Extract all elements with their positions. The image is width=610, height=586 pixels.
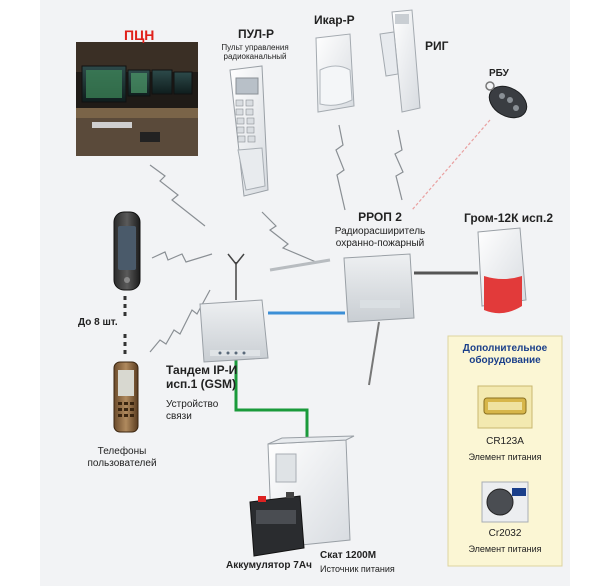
radio-link-phone2 (149, 289, 211, 353)
radio-link-rbu (411, 119, 491, 211)
pulr-title: ПУЛ-Р (237, 27, 275, 41)
tandem-antenna-top (227, 253, 245, 266)
wired-connections (123, 253, 478, 440)
rrop-device-image (343, 253, 415, 323)
rrop-antenna (368, 321, 380, 386)
cr2032-battery-image (481, 481, 529, 523)
tandem-device-image (199, 299, 269, 363)
extra-title: Дополнительное оборудование (462, 343, 548, 366)
tandem-title: Тандем IP-И исп.1 (GSM) (166, 363, 238, 391)
phones-count-label: До 8 шт. (78, 317, 118, 328)
extra-item-1-caption: Элемент питания (468, 452, 542, 462)
ikar-sensor-image (315, 33, 355, 113)
radio-link-ikar (335, 124, 346, 211)
rig-title: РИГ (425, 39, 449, 53)
skat-title: Скат 1200М (320, 550, 377, 561)
phones-caption: Телефоны пользователей (87, 446, 157, 469)
extra-item-2-caption: Элемент питания (468, 544, 542, 554)
skat-subtitle: Источник питания (320, 564, 395, 574)
radio-link-rrop-tandem (269, 258, 331, 272)
radio-link-pulr (261, 211, 317, 263)
battery-image (249, 492, 305, 557)
green-power-cable (234, 360, 309, 440)
ikar-title: Икар-Р (314, 13, 355, 27)
rig-sensor-image (379, 9, 421, 113)
battery-title: Аккумулятор 7Ач (226, 560, 312, 571)
pcn-title: ПЦН (124, 27, 155, 43)
rbu-title: РБУ (489, 68, 509, 79)
rrop-title: РРОП 2 (358, 210, 402, 224)
user-phone-1-image (113, 211, 141, 291)
radio-link-rig (394, 129, 404, 201)
extra-item-1-model: CR123A (486, 436, 524, 447)
user-phone-2-image (113, 361, 139, 433)
pulr-subtitle: Пульт управления радиоканальный (221, 43, 289, 62)
radio-link-pcn (149, 164, 206, 227)
tandem-subtitle: Устройство связи (166, 399, 219, 422)
radio-link-phone1 (151, 251, 213, 263)
extra-item-2-model: Cr2032 (488, 528, 522, 539)
cr123a-battery-image (477, 385, 533, 429)
radio-links (149, 124, 404, 353)
rbu-keyfob-image (485, 81, 528, 119)
pulr-keypad-image (229, 65, 269, 197)
extra-equipment-panel (447, 335, 563, 567)
rrop-subtitle: Радиорасширитель охранно-пожарный (334, 226, 426, 249)
grom-siren-image (477, 227, 527, 314)
grom-title: Гром-12К исп.2 (464, 211, 554, 225)
pcn-workstation-image (76, 42, 198, 156)
